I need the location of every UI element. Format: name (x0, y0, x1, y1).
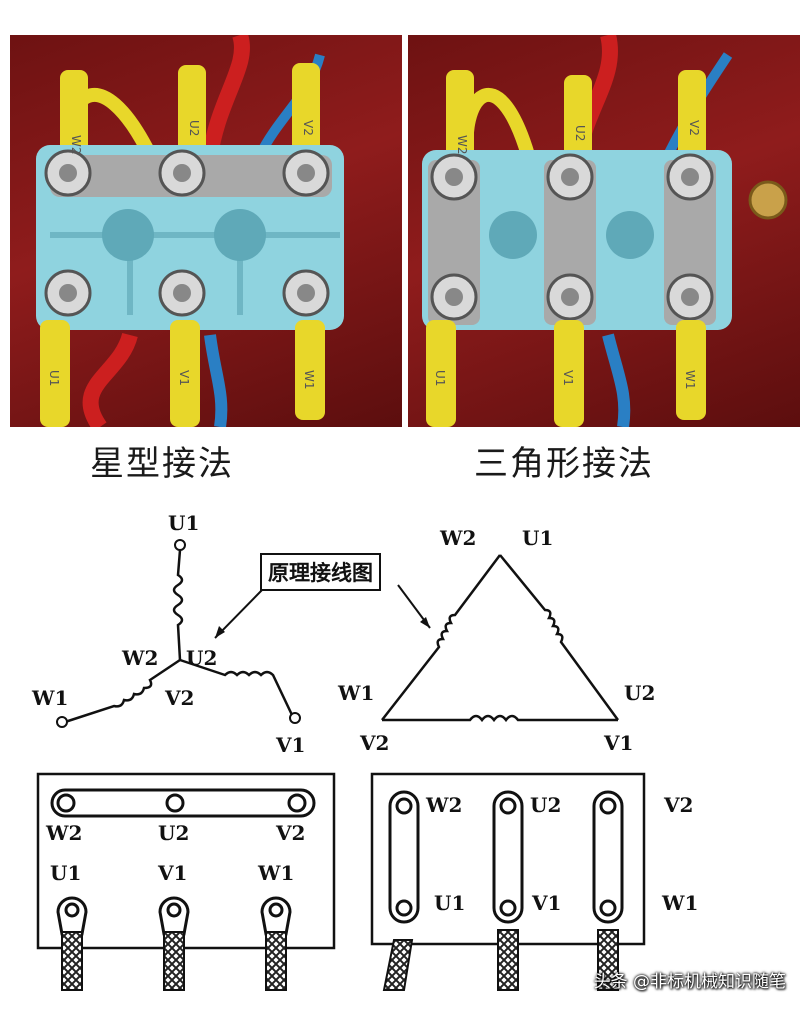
star-label-v1: V1 (157, 861, 187, 885)
wire-tag-w2 (446, 70, 474, 165)
arrowhead-star (215, 626, 225, 638)
tag-text-u2: U2 (573, 125, 587, 141)
wire-tag-u2 (564, 75, 592, 165)
block-hole-left (489, 211, 537, 259)
label-w2: W2 (121, 646, 158, 670)
tag-text-v2: V2 (301, 120, 315, 136)
blue-wire-lower (204, 334, 228, 427)
arrowhead-delta (420, 617, 430, 628)
delta-cables (382, 929, 619, 991)
red-wire (202, 35, 250, 157)
delta-label-u2: U2 (530, 793, 561, 817)
star-cables (61, 931, 287, 991)
label-v1: V1 (275, 733, 305, 757)
delta-label-v2: V2 (663, 793, 693, 817)
coil-u-side (499, 554, 620, 721)
delta-studs (395, 797, 617, 917)
terminal-u1 (174, 539, 186, 551)
delta-caption: 三角形接法 (474, 444, 654, 484)
delta-link-middle (492, 790, 524, 924)
delta-winding-diagram: W2 U1 W1 U2 V2 V1 (337, 526, 655, 755)
star-label-v2: V2 (275, 821, 305, 845)
star-terminal-box: W2 U2 V2 U1 V1 W1 (36, 772, 336, 991)
star-label-w1: W1 (257, 861, 294, 885)
nut-row-top (430, 153, 714, 201)
wire-tag-w1 (676, 320, 706, 420)
wire-tag-w1 (295, 320, 325, 420)
star-winding-diagram: U1 W2 U2 V2 W1 V1 (31, 511, 305, 757)
wire-tag-v1 (554, 320, 584, 427)
nut-row-bottom (430, 273, 714, 321)
block-hole-right (606, 211, 654, 259)
delta-link-right (592, 790, 624, 924)
label-w2: W2 (439, 526, 476, 550)
delta-connection-photo: W2 U2 V2 U1 V1 W1 (408, 35, 800, 427)
label-u1: U1 (522, 526, 553, 550)
tag-text-w1: W1 (683, 370, 697, 390)
delta-photo-illustration: W2 U2 V2 U1 V1 W1 (422, 35, 788, 427)
tag-text-w2: W2 (69, 135, 83, 155)
red-wire-lower (82, 332, 138, 427)
label-u2: U2 (186, 646, 217, 670)
tag-text-v2: V2 (687, 120, 701, 136)
star-lugs (56, 896, 292, 936)
tag-text-w1: W1 (302, 370, 316, 390)
label-v2: V2 (359, 731, 389, 755)
coil-w (64, 658, 181, 724)
wire-tag-v1 (170, 320, 200, 427)
star-top-studs (56, 793, 307, 813)
wire-tag-v2 (678, 70, 706, 165)
star-connection-photo: W2 U2 V2 U1 V1 W1 (10, 35, 402, 427)
tag-text-u1: U1 (433, 370, 447, 386)
label-u1: U1 (168, 511, 199, 535)
terminal-w1 (56, 716, 68, 728)
label-w1: W1 (31, 686, 68, 710)
wire-tag-v2 (292, 63, 320, 165)
star-label-u2: U2 (158, 821, 189, 845)
wire-tag-u1 (40, 320, 70, 427)
block-hole-left (102, 209, 154, 261)
label-v1: V1 (603, 731, 633, 755)
ground-screw (748, 180, 788, 220)
terminal-v1 (289, 712, 301, 724)
watermark: 头条 @非标机械知识随笔 (593, 972, 786, 992)
coil-u (172, 549, 184, 661)
schematic-diagrams: U1 W2 U2 V2 W1 V1 W2 U1 W1 U2 V2 V1 W2 U… (31, 511, 698, 991)
star-photo-illustration: W2 U2 V2 U1 V1 W1 (36, 35, 344, 427)
nut-row-top (44, 149, 330, 197)
wire-tag-u2 (178, 65, 206, 165)
delta-label-w2: W2 (425, 793, 462, 817)
label-w1: W1 (337, 681, 374, 705)
tag-text-v1: V1 (561, 370, 575, 386)
delta-label-w1: W1 (661, 891, 698, 915)
principle-wiring-callout: 原理接线图 (260, 553, 381, 591)
nut-row-bottom (44, 269, 330, 317)
block-hole-right (214, 209, 266, 261)
tag-text-v1: V1 (177, 370, 191, 386)
delta-label-u1: U1 (434, 891, 465, 915)
star-label-u1: U1 (50, 861, 81, 885)
coil-w-side (381, 554, 501, 721)
delta-label-v1: V1 (531, 891, 561, 915)
blue-wire-lower (602, 333, 631, 427)
wire-tag-u1 (426, 320, 456, 427)
tag-text-u2: U2 (187, 120, 201, 136)
tag-text-w2: W2 (455, 135, 469, 155)
wire-tag-w2 (60, 70, 88, 165)
star-caption: 星型接法 (90, 444, 234, 484)
coil-v-side (382, 714, 618, 723)
label-u2: U2 (624, 681, 655, 705)
tag-text-u1: U1 (47, 370, 61, 386)
star-label-w2: W2 (45, 821, 82, 845)
delta-terminal-box: W2 U2 V2 U1 V1 W1 (370, 772, 698, 991)
delta-link-left (388, 790, 420, 924)
label-v2: V2 (164, 686, 194, 710)
coil-v (179, 658, 294, 716)
